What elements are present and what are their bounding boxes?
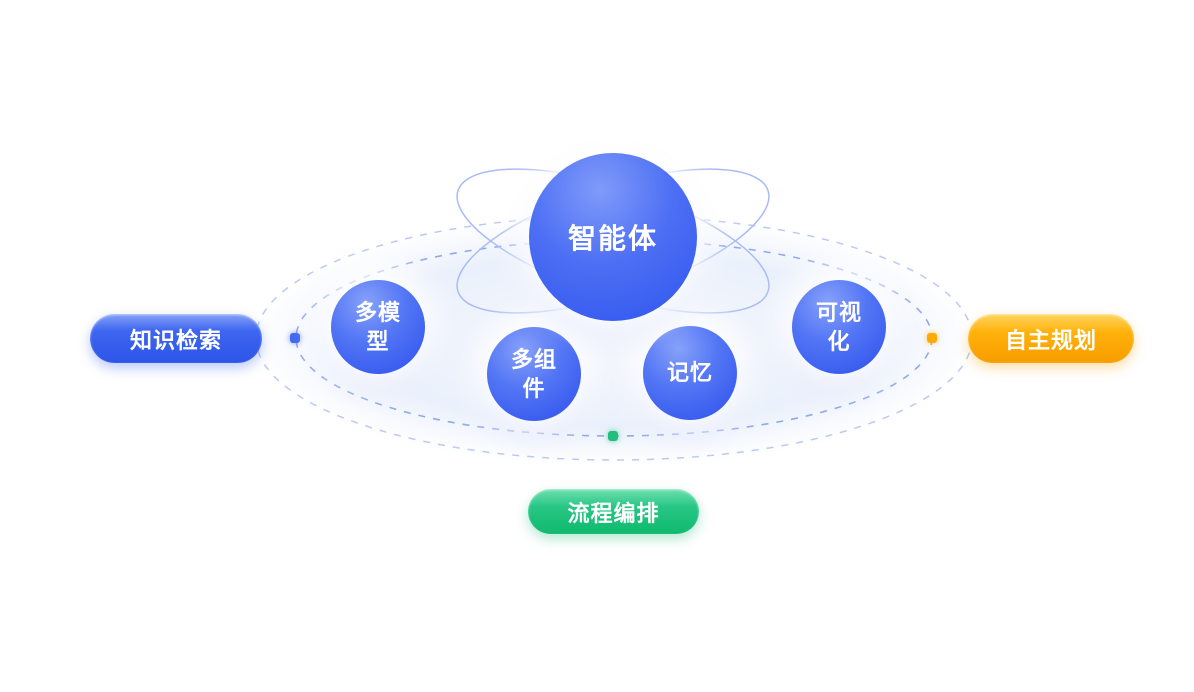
- pill-knowledge-retrieval-label: 知识检索: [129, 327, 222, 353]
- node-multi-component-label: 多组件: [510, 346, 557, 401]
- pill-autonomous-planning: 自主规划: [968, 314, 1134, 363]
- node-visualization-label: 可视化: [815, 299, 862, 354]
- node-visualization: 可视化: [792, 280, 886, 374]
- node-agent-center: 智能体: [529, 153, 697, 321]
- node-memory-label: 记忆: [666, 360, 713, 386]
- disc-glow: [252, 214, 976, 466]
- node-multi-model-label: 多模型: [354, 299, 401, 354]
- node-multi-component: 多组件: [487, 327, 581, 421]
- pill-workflow-orchestration-label: 流程编排: [567, 500, 660, 526]
- orbit-dot-blue: [290, 333, 300, 343]
- node-agent-label: 智能体: [567, 223, 658, 254]
- orbit-dot-green: [608, 431, 618, 441]
- pill-workflow-orchestration: 流程编排: [528, 489, 699, 534]
- pill-knowledge-retrieval: 知识检索: [90, 314, 262, 363]
- node-multi-model: 多模型: [331, 280, 425, 374]
- orbit-dot-orange: [927, 333, 937, 343]
- node-memory: 记忆: [643, 326, 737, 420]
- pill-autonomous-planning-label: 自主规划: [1004, 327, 1097, 353]
